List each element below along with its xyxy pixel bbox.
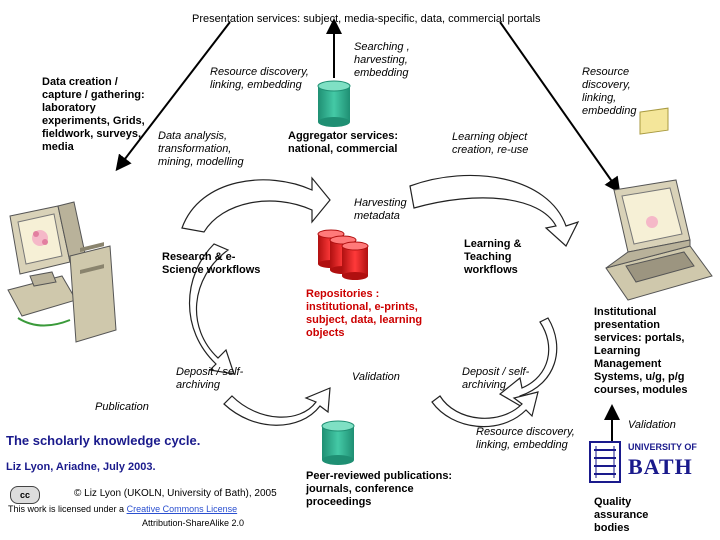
label-searching: Searching , harvesting, embedding (354, 41, 410, 79)
label-resource-discovery-bottom: Resource discovery, linking, embedding (476, 426, 575, 451)
label-institutional-presentation: Institutional presentation services: por… (594, 306, 688, 396)
publications-cylinder (321, 420, 355, 465)
arc-right (498, 317, 558, 410)
label-data-analysis: Data analysis, transformation, mining, m… (158, 130, 244, 168)
label-validation-center: Validation (352, 371, 400, 383)
license-copyright: © Liz Lyon (UKOLN, University of Bath), … (74, 488, 277, 499)
label-resource-discovery-right: Resource discovery, linking, embedding (582, 66, 637, 117)
label-deposit-right: Deposit / self-archiving (462, 366, 530, 391)
bath-logo-top: UNIVERSITY OF (628, 442, 697, 452)
label-learning-workflows: Learning & Teaching workflows (464, 238, 522, 276)
label-learning-object: Learning object creation, re-use (452, 131, 529, 156)
label-deposit-left: Deposit / self-archiving (176, 366, 244, 391)
bath-logo: UNIVERSITY OF BATH (584, 438, 716, 490)
arc-left (189, 243, 235, 375)
license-panel: cc © Liz Lyon (UKOLN, University of Bath… (4, 484, 298, 536)
license-line1-group: This work is licensed under a Creative C… (8, 504, 237, 514)
caption-author: Liz Lyon, Ariadne, July 2003. (6, 461, 156, 473)
repositories-cylinders (317, 229, 369, 280)
label-resource-discovery-left: Resource discovery, linking, embedding (210, 66, 309, 91)
label-harvesting: Harvesting metadata (354, 197, 407, 222)
label-peer-reviewed: Peer-reviewed publications: journals, co… (306, 470, 476, 509)
license-link[interactable]: Creative Commons License (126, 504, 238, 514)
label-quality-assurance: Quality assurance bodies (594, 496, 649, 534)
diagram-title: Presentation services: subject, media-sp… (192, 13, 541, 25)
arrow-to-data-creation (115, 21, 231, 172)
arc-top-left (181, 176, 331, 233)
laptop-computer-icon (605, 107, 713, 301)
license-line1: This work is licensed under a (8, 504, 125, 514)
arc-bottom-right (431, 391, 539, 428)
bath-logo-main: BATH (628, 454, 693, 479)
caption-title: The scholarly knowledge cycle. (6, 433, 201, 448)
aggregator-cylinder (317, 80, 351, 127)
desktop-computer-icon (7, 201, 117, 343)
label-validation-right: Validation (628, 419, 676, 431)
label-repositories: Repositories : institutional, e-prints, … (306, 288, 423, 339)
arc-bottom-left (223, 387, 331, 426)
label-research-workflows: Research & e-Science workflows (162, 251, 261, 276)
cycle-arcs (181, 174, 580, 428)
label-data-creation: Data creation / capture / gathering: lab… (42, 76, 145, 153)
license-line2: Attribution-ShareAlike 2.0 (142, 518, 245, 528)
cc-badge-icon: cc (10, 486, 40, 504)
arc-top-right (409, 174, 580, 247)
bath-crest-icon (589, 441, 621, 483)
label-publication: Publication (95, 401, 149, 413)
arrow-to-institution (499, 21, 621, 194)
caption-block: The scholarly knowledge cycle. Liz Lyon,… (6, 433, 234, 474)
label-aggregator: Aggregator services: national, commercia… (288, 130, 399, 155)
